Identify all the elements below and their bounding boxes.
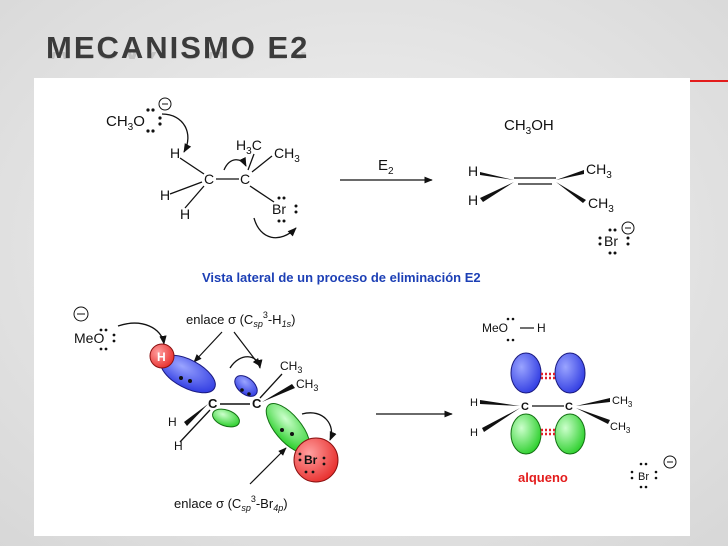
- curved-arrow-ch: [223, 157, 247, 171]
- h-bottom-label: H: [180, 206, 190, 222]
- bottom-scheme: MeO enlace σ (Csp3-H1s) H: [73, 306, 677, 513]
- c2-back-lobe: [234, 375, 258, 397]
- svg-text:MeO: MeO: [482, 321, 508, 335]
- meo-base: MeO: [73, 306, 167, 351]
- p-orbital-bottom-2: [554, 413, 586, 455]
- back-lobe-1: [212, 408, 240, 428]
- h-top-label: H: [170, 145, 180, 161]
- transition-orbitals: H Br C C H H CH3 C: [149, 343, 339, 483]
- svg-text:Br: Br: [604, 233, 618, 249]
- negative-charge-icon: [621, 221, 635, 235]
- lone-pairs: [146, 108, 162, 133]
- alkene-label: alqueno: [518, 470, 568, 485]
- c1-label: C: [208, 396, 218, 411]
- negative-charge-icon: [158, 97, 172, 111]
- ch3-top-label: CH3: [280, 359, 302, 375]
- svg-text:H: H: [470, 427, 478, 439]
- diagram-panel: CH3O H H H C C H3C CH3 Br: [34, 78, 690, 536]
- br-lone-pairs: [277, 196, 298, 223]
- negative-charge-icon: [663, 455, 677, 469]
- alkene-product: H H CH3 CH3: [468, 161, 614, 215]
- h3c-label: H3C: [236, 137, 262, 157]
- alkene-orbitals: C C H H CH3 CH3: [470, 352, 633, 455]
- svg-text:H: H: [470, 397, 478, 409]
- slide-title: MECANISMO E2: [46, 30, 310, 65]
- curved-arrow-meo: [117, 322, 167, 345]
- svg-text:H: H: [537, 321, 546, 335]
- negative-charge-icon: [73, 306, 89, 322]
- h-left-label: H: [160, 187, 170, 203]
- c2-label: C: [252, 396, 262, 411]
- bromide-ion-top: Br: [598, 221, 635, 255]
- hydrogen-atom: [149, 343, 175, 369]
- alkene-h-top: H: [468, 163, 478, 179]
- svg-text:C: C: [521, 401, 529, 413]
- h-bottom-label: H: [174, 439, 183, 453]
- reaction-arrow-e2: E2: [340, 157, 433, 184]
- top-scheme: CH3O H H H C C H3C CH3 Br: [106, 97, 635, 255]
- subtitle: Vista lateral de un proceso de eliminaci…: [202, 270, 481, 285]
- svg-text:C: C: [565, 401, 573, 413]
- curved-arrow-leaving: [253, 217, 297, 239]
- accent-line: [690, 80, 728, 82]
- slide-title-reflection: MECANISMO E2: [46, 52, 309, 66]
- br-label: Br: [272, 201, 286, 217]
- svg-text:CH3: CH3: [612, 395, 633, 409]
- ch3-label: CH3: [274, 145, 300, 165]
- methanol-bottom: MeO H: [482, 317, 546, 342]
- p-orbital-top-2: [554, 352, 586, 394]
- p-orbital-bottom-1: [510, 413, 542, 455]
- svg-text:MeO: MeO: [74, 330, 104, 346]
- ch3-right-label: CH3: [296, 377, 318, 393]
- svg-text:Br: Br: [304, 453, 318, 467]
- sigma-ch-label: enlace σ (Csp3-H1s): [186, 310, 295, 329]
- h-left-label: H: [168, 415, 177, 429]
- svg-text:Br: Br: [638, 471, 649, 483]
- alkene-ch3-bottom: CH3: [588, 195, 614, 215]
- p-orbital-top-1: [510, 352, 542, 394]
- methanol-product: CH3OH: [504, 117, 554, 137]
- methoxide-formula: CH3O: [106, 113, 145, 133]
- sigma-cbr-label: enlace σ (Csp3-Br4p): [174, 494, 288, 513]
- e2-label: E2: [378, 157, 394, 177]
- mechanism-diagram: CH3O H H H C C H3C CH3 Br: [73, 97, 677, 513]
- svg-text:CH3: CH3: [610, 421, 631, 435]
- pi-overlap: [541, 372, 555, 436]
- curved-arrow-base: [161, 113, 192, 153]
- carbon-1-label: C: [204, 171, 214, 187]
- carbon-2-label: C: [240, 171, 250, 187]
- substrate-molecule: H H H C C H3C CH3 Br: [160, 137, 300, 239]
- methoxide-base: CH3O: [106, 97, 192, 153]
- svg-text:H: H: [157, 350, 166, 364]
- bromide-ion-bottom: Br: [630, 455, 677, 489]
- alkene-ch3-top: CH3: [586, 161, 612, 181]
- alkene-h-bottom: H: [468, 192, 478, 208]
- bromine-atom: [293, 437, 339, 483]
